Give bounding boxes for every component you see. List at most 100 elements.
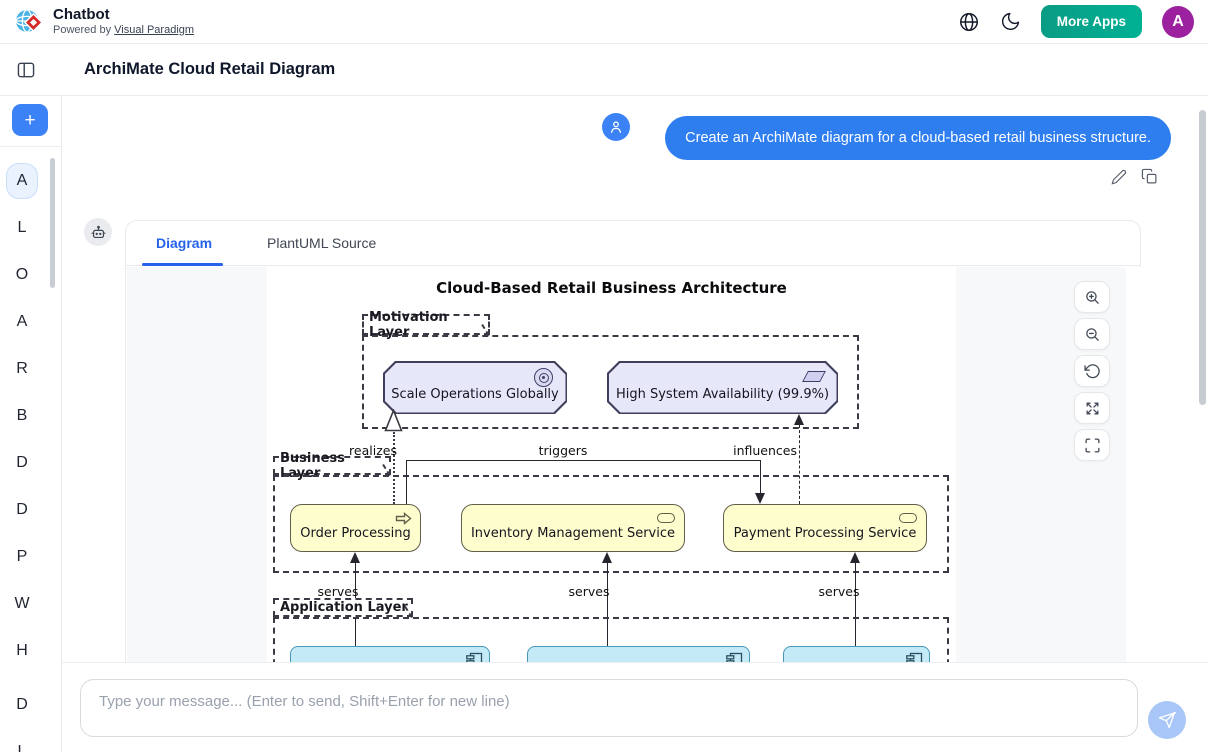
robot-icon (91, 225, 105, 238)
zoom-in-icon (1085, 290, 1099, 304)
service-icon (899, 513, 917, 523)
triggers-line-v1 (406, 460, 407, 504)
bot-avatar (84, 218, 112, 246)
visual-paradigm-logo-icon (15, 8, 43, 33)
sidebar-item-0[interactable]: A (16, 172, 28, 189)
fullscreen-button[interactable] (1074, 429, 1110, 461)
copy-icon (1141, 168, 1157, 184)
service-icon (657, 513, 675, 523)
component-icon (466, 652, 483, 662)
sidebar-toggle-button[interactable] (17, 62, 35, 78)
globe-icon (959, 12, 978, 31)
active-tab-underline (142, 263, 223, 266)
serves-label-1: serves (317, 584, 359, 599)
chat-area: Create an ArchiMate diagram for a cloud-… (62, 96, 1208, 662)
goal-icon (534, 368, 553, 387)
influences-label: influences (733, 443, 797, 458)
sidebar-divider (0, 146, 61, 147)
component-icon (906, 652, 923, 662)
business-layer-box (273, 475, 949, 573)
brand-text: Chatbot Powered by Visual Paradigm (53, 6, 194, 36)
copy-message-button[interactable] (1141, 168, 1158, 185)
language-button[interactable] (958, 11, 980, 33)
realization-arrowhead (384, 409, 403, 432)
sidebar-item-9[interactable]: W (14, 595, 30, 612)
moon-icon (1001, 12, 1019, 31)
serves-arrowhead-3 (850, 552, 860, 563)
top-bar: Chatbot Powered by Visual Paradigm More … (0, 0, 1208, 44)
sidebar-item-1[interactable]: L (17, 219, 27, 236)
sidebar-item-active-highlight (6, 163, 38, 199)
sidebar-item-8[interactable]: P (16, 548, 28, 565)
process-icon (395, 512, 412, 525)
tab-diagram[interactable]: Diagram (156, 235, 213, 251)
triggers-line-v2 (760, 460, 761, 494)
business-layer-label: Business Layer (273, 451, 391, 481)
send-icon (1158, 711, 1176, 729)
panel-toggle-icon (17, 62, 35, 77)
diagram-canvas[interactable]: Cloud-Based Retail Business Architecture… (127, 267, 1141, 662)
sidebar-item-7[interactable]: D (16, 501, 28, 518)
archimate-diagram: Cloud-Based Retail Business Architecture… (267, 267, 956, 662)
canvas-scroll-gutter (1126, 267, 1141, 662)
tab-plantuml-source[interactable]: PlantUML Source (267, 235, 377, 251)
sidebar-item-6[interactable]: D (16, 454, 28, 471)
serves-line-2 (607, 562, 608, 646)
more-apps-button[interactable]: More Apps (1040, 5, 1142, 38)
business-service-inventory: Inventory Management Service (461, 504, 685, 552)
sidebar-item-11[interactable]: D (16, 696, 28, 713)
sidebar-item-4[interactable]: R (16, 360, 28, 377)
serves-arrowhead-1 (350, 552, 360, 563)
dark-mode-button[interactable] (1000, 11, 1021, 32)
motivation-layer-label: Motivation Layer (362, 310, 490, 340)
sidebar-scrollbar[interactable] (50, 158, 55, 288)
application-component-1 (290, 646, 490, 662)
composer (62, 662, 1208, 752)
business-process-order-processing: Order Processing (290, 504, 421, 552)
send-button[interactable] (1148, 701, 1186, 739)
application-component-3 (783, 646, 930, 662)
page-title: ArchiMate Cloud Retail Diagram (84, 60, 336, 78)
zoom-out-icon (1085, 327, 1099, 341)
application-component-2 (527, 646, 750, 662)
diagram-title: Cloud-Based Retail Business Architecture (436, 279, 787, 297)
reset-view-button[interactable] (1074, 355, 1110, 387)
user-message-avatar (602, 113, 630, 141)
triggers-label: triggers (538, 443, 588, 458)
component-icon (726, 652, 743, 662)
page-header: ArchiMate Cloud Retail Diagram (0, 44, 1208, 96)
edit-message-button[interactable] (1111, 168, 1127, 185)
sidebar-item-10[interactable]: H (16, 642, 28, 659)
message-input[interactable] (80, 679, 1138, 737)
new-chat-button[interactable]: + (12, 104, 48, 136)
sidebar-item-5[interactable]: B (16, 407, 28, 424)
realizes-label: realizes (349, 443, 397, 458)
user-message-bubble: Create an ArchiMate diagram for a cloud-… (665, 116, 1171, 160)
sidebar: + A L O A R B D D P W H D L (0, 96, 62, 752)
triggers-arrowhead (755, 493, 765, 504)
application-layer-box (273, 617, 949, 662)
diagram-zoom-toolbar (1074, 281, 1110, 461)
expand-button[interactable] (1074, 392, 1110, 424)
sidebar-item-12[interactable]: L (17, 743, 27, 752)
zoom-out-button[interactable] (1074, 318, 1110, 350)
serves-line-3 (855, 562, 856, 646)
zoom-in-button[interactable] (1074, 281, 1110, 313)
message-actions (1111, 168, 1158, 185)
application-layer-label: Application Layer (273, 598, 413, 619)
fullscreen-icon (1084, 437, 1100, 453)
outcome-label: High System Availability (99.9%) (609, 363, 837, 413)
app-title: Chatbot (53, 6, 110, 24)
user-avatar-menu[interactable]: A (1162, 5, 1194, 38)
expand-icon (1086, 402, 1098, 414)
serves-label-2: serves (568, 584, 610, 599)
visual-paradigm-link[interactable]: Visual Paradigm (114, 23, 195, 36)
triggers-line-h (406, 460, 761, 461)
sidebar-item-3[interactable]: A (16, 313, 28, 330)
tab-bar: Diagram PlantUML Source (126, 221, 1140, 266)
serves-arrowhead-2 (602, 552, 612, 563)
bot-response-card: Diagram PlantUML Source Cloud-Based Reta… (125, 220, 1141, 662)
sidebar-item-2[interactable]: O (15, 266, 29, 283)
chat-scrollbar[interactable] (1199, 110, 1206, 405)
